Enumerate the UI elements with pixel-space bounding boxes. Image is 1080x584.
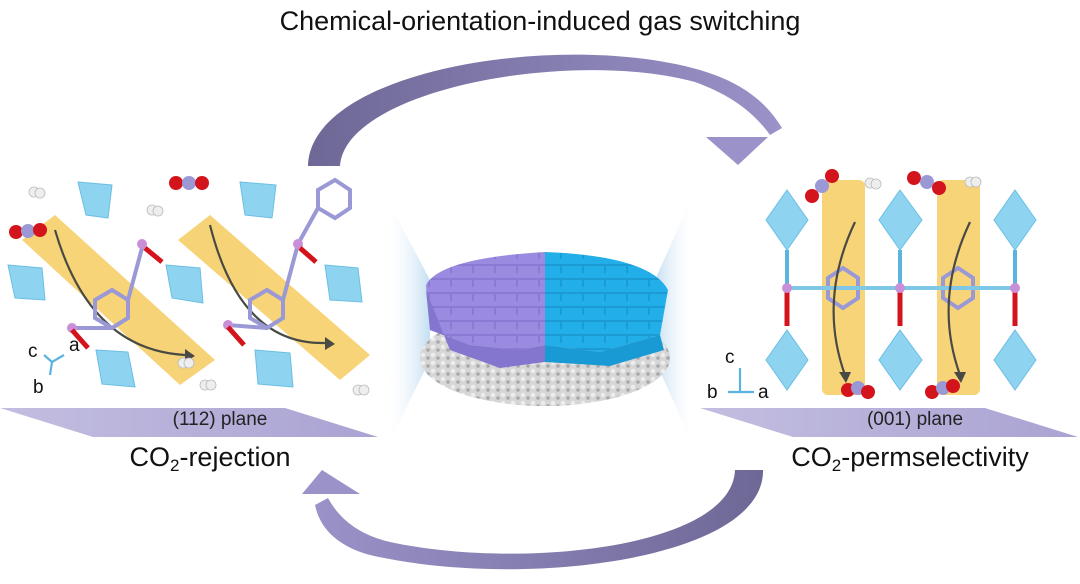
octahedra — [7, 181, 363, 388]
right-projection-cone — [655, 190, 695, 450]
ligand-bonds — [72, 177, 352, 331]
oxo-bonds — [784, 292, 1018, 326]
left-crystal-structure — [7, 176, 370, 396]
axis-label-c-left: c — [28, 341, 38, 362]
octahedra — [765, 189, 1037, 391]
co2-molecule — [805, 169, 960, 399]
membrane-3d-model — [420, 252, 670, 406]
right-plane-label: (001) plane — [866, 409, 964, 430]
left-plane-label: (112) plane — [172, 409, 268, 430]
right-caption-prefix: CO — [791, 442, 832, 472]
h2-molecule — [864, 176, 982, 190]
axis-label-c-right: c — [725, 347, 735, 368]
blue-grain-domain — [545, 252, 668, 352]
axis-label-a-left: a — [69, 335, 80, 356]
right-caption: CO2-permselectivity — [740, 442, 1080, 476]
apical-bonds — [785, 250, 1017, 285]
bottom-cycle-arrow — [302, 470, 764, 570]
purple-grain-domain — [426, 252, 545, 350]
axis-indicator — [43, 354, 65, 376]
h2-molecule — [28, 186, 370, 396]
diffusion-path-arrow — [832, 221, 856, 376]
axis-label-a-right: a — [758, 382, 769, 403]
right-plane-bar — [700, 408, 1078, 437]
co2-molecule — [9, 176, 209, 239]
left-caption-subscript: 2 — [169, 456, 180, 475]
left-plane-bar — [0, 408, 378, 437]
left-caption: CO2-rejection — [70, 442, 350, 476]
left-caption-suffix: -rejection — [179, 442, 291, 472]
figure-title: Chemical-orientation-induced gas switchi… — [279, 6, 801, 36]
left-caption-prefix: CO — [129, 442, 170, 472]
right-caption-subscript: 2 — [831, 456, 842, 475]
top-cycle-arrow — [308, 54, 782, 166]
axis-indicator — [728, 368, 754, 394]
right-caption-suffix: -permselectivity — [841, 442, 1029, 472]
diffusion-channel — [22, 215, 370, 385]
metal-centers — [782, 283, 1020, 293]
right-crystal-structure — [728, 169, 1037, 399]
diffusion-path-arrow — [53, 229, 186, 357]
axis-label-b-left: b — [33, 377, 44, 398]
axis-label-b-right: b — [707, 382, 718, 403]
left-projection-cone — [385, 195, 430, 450]
oxo-bonds — [70, 246, 318, 350]
